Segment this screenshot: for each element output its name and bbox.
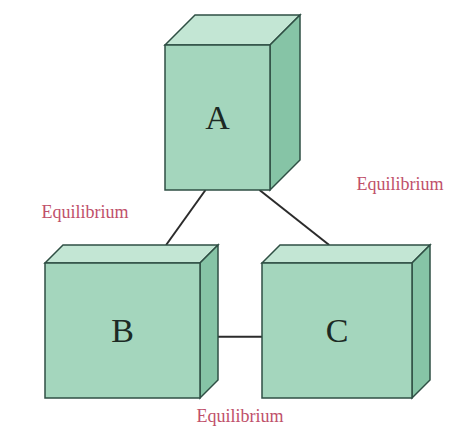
cube-letter: B <box>111 312 134 350</box>
cube-letter: C <box>326 312 349 350</box>
edge-label: Equilibrium <box>40 202 131 223</box>
cube-front-face: B <box>45 263 200 398</box>
connector-line <box>218 336 262 338</box>
cube-box: A <box>165 15 300 190</box>
cube-box: C <box>262 245 430 398</box>
cube-side-face <box>200 245 218 398</box>
cube-outline <box>165 15 300 190</box>
connector-line <box>260 190 330 245</box>
cube-front-rect <box>45 263 200 398</box>
cube-letter: A <box>205 99 230 137</box>
cube-front-face: C <box>262 263 412 398</box>
cube-top-face <box>45 245 218 263</box>
cube-side-face <box>412 245 430 398</box>
edge-label: Equilibrium <box>195 406 286 427</box>
cube-top-face <box>262 245 430 263</box>
cube-front-rect <box>165 45 270 190</box>
cube-front-rect <box>262 263 412 398</box>
cube-front-face: A <box>165 45 270 190</box>
edge-label: Equilibrium <box>355 174 446 195</box>
cube-box: B <box>45 245 218 398</box>
cube-side-face <box>270 15 300 190</box>
connector-line <box>166 190 205 245</box>
